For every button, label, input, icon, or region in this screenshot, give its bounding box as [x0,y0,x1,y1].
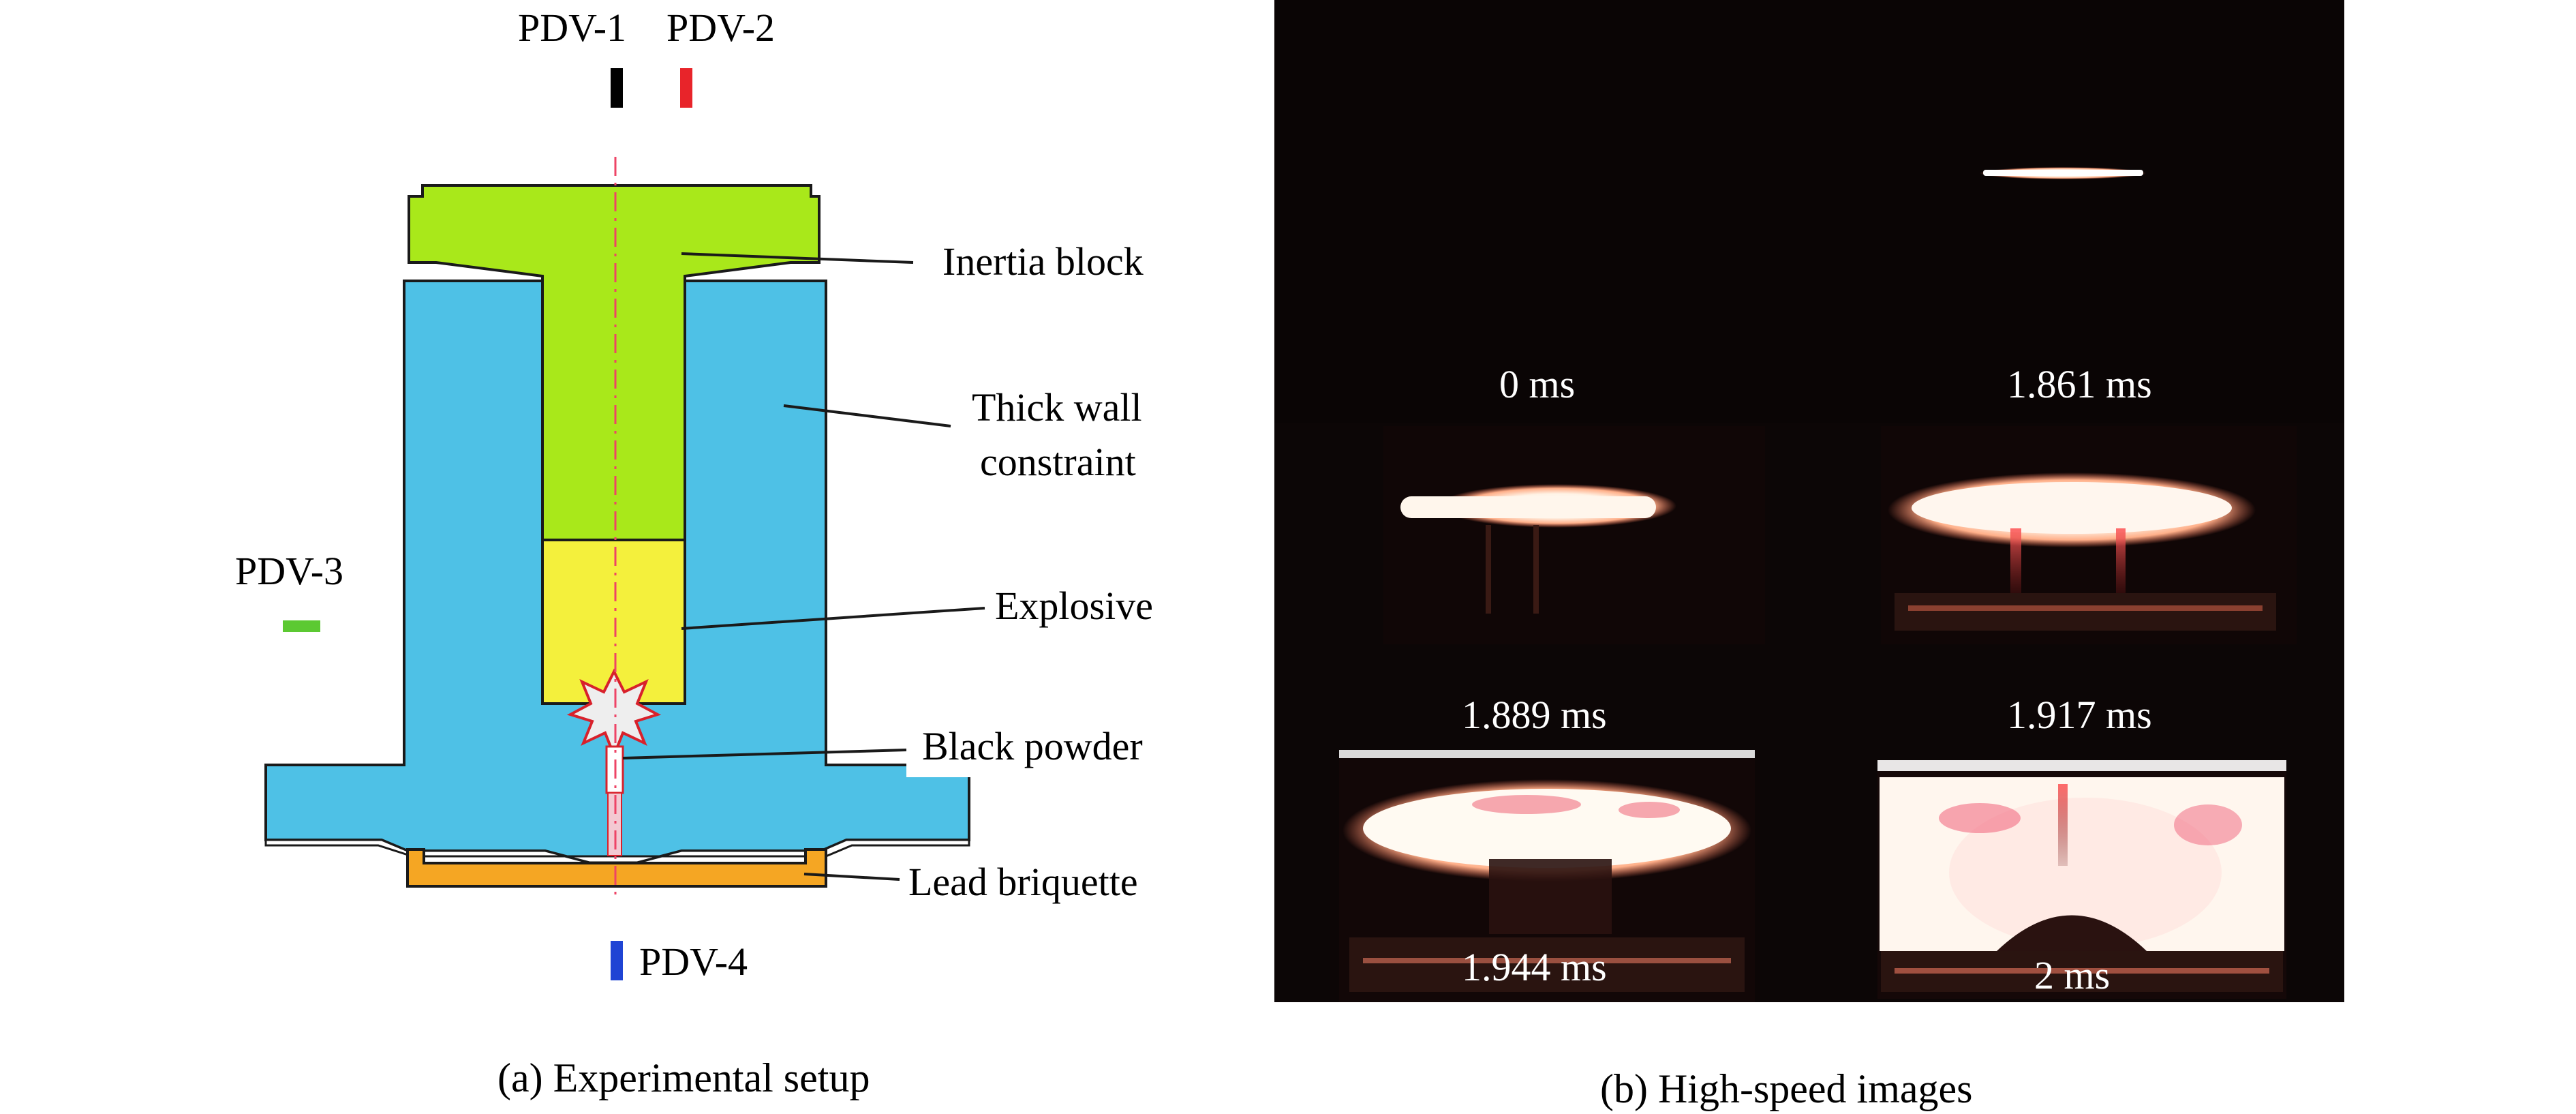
frame-1861ms [1809,0,2344,423]
pdv1-marker [611,68,623,108]
frame-1944ms [1339,750,1755,1002]
frame-time-label: 1.917 ms [2007,693,2152,737]
black-powder-label-bg [906,723,1182,777]
leader-lead [803,873,900,881]
frame-time-label: 0 ms [1499,362,1575,406]
pdv2-marker [680,68,692,108]
lead-briquette [406,848,827,888]
inertia-block-label: Inertia block [942,239,1144,284]
images-caption: (b) High-speed images [1600,1066,1973,1111]
explosive [541,539,686,705]
black-powder-label: Black powder [922,724,1143,768]
thick-wall-label-line2: constraint [980,440,1136,484]
leader-wall [783,404,951,427]
frame-time-label: 2 ms [2034,953,2110,997]
thick-wall-label-line1: Thick wall [972,385,1142,430]
frame-time-label: 1.944 ms [1462,945,1607,989]
frame-1889ms [1383,426,1765,644]
setup-caption: (a) Experimental setup [497,1055,870,1100]
black-powder-channel [607,792,622,856]
pdv2-label: PDV-2 [666,5,775,50]
frame-2ms [1877,760,2286,999]
leader-powder [622,749,907,759]
pdv1-label: PDV-1 [518,5,626,50]
frame-time-label: 1.861 ms [2007,362,2152,406]
leader-explosive [681,607,985,630]
pdv4-marker [611,941,623,980]
lead-briquette-label: Lead briquette [908,860,1138,904]
pdv3-label: PDV-3 [235,549,343,593]
pdv4-label: PDV-4 [639,939,748,984]
setup-diagram: PDV-1 PDV-2 Inertia block Thick wall con… [235,5,1182,1100]
frame-1917ms [1881,426,2297,644]
pdv3-marker [283,620,320,632]
explosive-label: Explosive [995,584,1153,628]
detonation-star-icon [566,668,662,759]
frame-0ms [1274,0,1809,423]
high-speed-images: 0 ms 1.861 ms 1.889 ms 1.917 ms 1.944 ms… [1274,0,2344,1111]
leader-inertia [681,252,914,264]
frame-time-label: 1.889 ms [1462,693,1607,737]
